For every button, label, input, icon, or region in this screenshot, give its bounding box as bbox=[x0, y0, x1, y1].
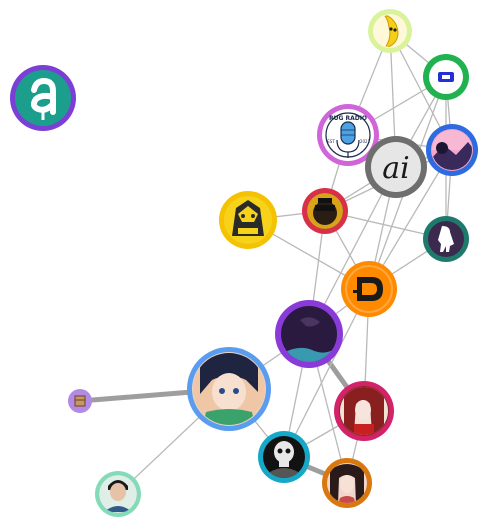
dark-purple-node[interactable] bbox=[275, 300, 343, 368]
woman-portrait-node[interactable] bbox=[322, 458, 372, 508]
anime-girl-node[interactable] bbox=[187, 347, 271, 431]
green-token-node[interactable] bbox=[423, 54, 469, 100]
ape-avatar-node[interactable] bbox=[302, 188, 348, 234]
letter-a-logo-icon bbox=[30, 77, 56, 120]
rug-radio-year-label: 2021 bbox=[360, 139, 371, 144]
ai-logo-node[interactable]: ai bbox=[365, 136, 427, 198]
pink-landscape-node[interactable] bbox=[426, 124, 478, 176]
man-portrait-node[interactable] bbox=[95, 471, 141, 517]
man-portrait-icon bbox=[99, 475, 137, 513]
microphone-logo-icon bbox=[325, 112, 371, 158]
yellow-creature-node[interactable] bbox=[219, 191, 277, 249]
ape-avatar-icon bbox=[307, 193, 343, 229]
letter-d-logo-icon bbox=[353, 277, 383, 301]
bigfoot-icon bbox=[438, 226, 454, 252]
redhead-portrait-icon bbox=[340, 387, 388, 435]
a-logo-node[interactable] bbox=[10, 65, 76, 131]
woman-portrait-icon bbox=[330, 464, 364, 503]
edges-layer bbox=[79, 30, 453, 495]
banana-node[interactable] bbox=[368, 9, 412, 53]
skull-avatar-node[interactable] bbox=[258, 431, 310, 483]
landscape-avatar-icon bbox=[432, 130, 472, 170]
bigfoot-node[interactable] bbox=[423, 216, 469, 262]
red-hair-anime-node[interactable] bbox=[334, 381, 394, 441]
rug-radio-node[interactable]: RUG RADIO EST 2021 bbox=[317, 104, 379, 166]
banana-character-icon bbox=[383, 15, 399, 47]
creature-avatar-icon bbox=[232, 200, 264, 236]
small-box-node[interactable] bbox=[68, 389, 92, 413]
edge-d-logo-skull-avatar bbox=[283, 288, 370, 458]
rug-radio-est-label: EST bbox=[327, 139, 335, 144]
box-icon bbox=[74, 395, 86, 407]
ai-text-logo-icon: ai bbox=[382, 151, 409, 186]
ticket-icon bbox=[438, 72, 454, 82]
d-logo-node[interactable] bbox=[341, 261, 397, 317]
rug-radio-label: RUG RADIO bbox=[329, 115, 367, 122]
